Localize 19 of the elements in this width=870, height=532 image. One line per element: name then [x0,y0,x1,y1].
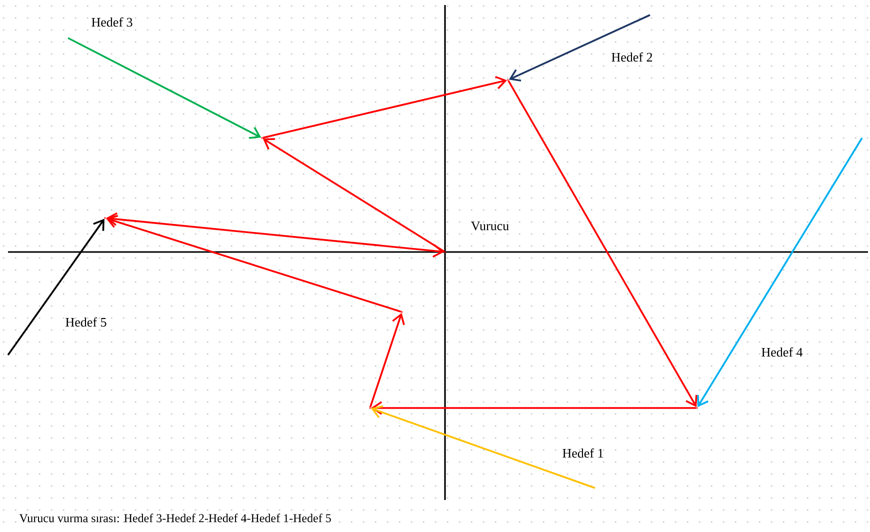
arrow [508,14,650,82]
point-label: Vurucu [471,222,509,230]
arrow [369,312,405,408]
arrow [106,212,444,258]
arrow [508,80,698,408]
target-label: Hedef 4 [762,347,803,357]
caption: Vurucu vurma sırası: Hedef 3-Hedef 2-Hedef 4-Hedef 1-Hedef 5 [19,514,331,522]
arrow [262,138,445,252]
arrow [370,405,596,489]
arrow [262,76,508,139]
arrow [697,138,863,408]
arrow [370,401,696,415]
arrow [106,214,402,313]
target-label: Hedef 5 [66,317,106,327]
target-label: Hedef 2 [612,52,652,62]
arrow [68,37,262,139]
arrow [7,218,104,356]
target-label: Hedef 1 [562,448,603,458]
target-label: Hedef 3 [92,17,132,27]
